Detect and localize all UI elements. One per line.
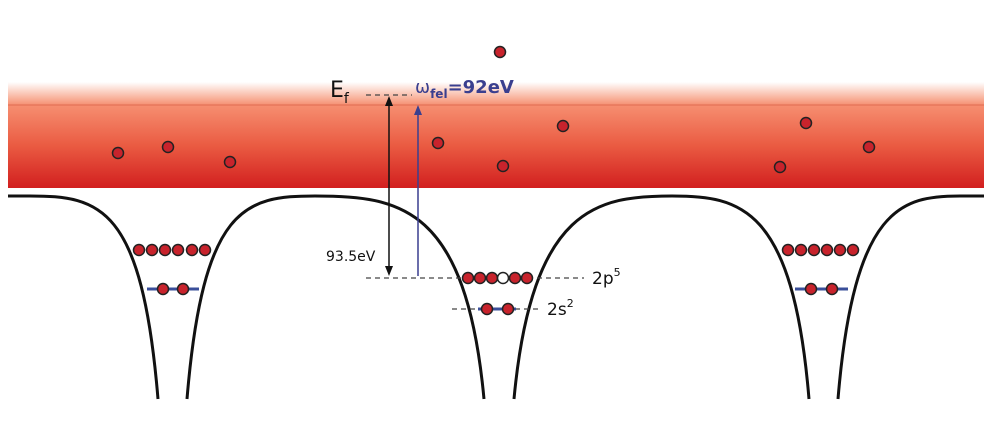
electron (799, 116, 813, 130)
center-well-2s-electrons (480, 302, 515, 316)
electron (223, 155, 237, 169)
electron (461, 271, 475, 285)
binding-energy-label: 93.5eV (326, 249, 376, 265)
electron (158, 243, 172, 257)
electron (480, 302, 494, 316)
electron (111, 146, 125, 160)
binding-arrow-head-bottom (385, 266, 393, 276)
level-2s-label: 2s2 (547, 297, 574, 320)
electron (473, 271, 487, 285)
ejected-electron (493, 45, 507, 59)
electron (556, 119, 570, 133)
electron (781, 243, 795, 257)
conduction-band (8, 82, 984, 188)
electron (833, 243, 847, 257)
electron (171, 243, 185, 257)
free-electrons (111, 45, 876, 174)
level-2p-label: 2p5 (592, 266, 621, 289)
electron (846, 243, 860, 257)
electron (520, 271, 534, 285)
electron (825, 282, 839, 296)
electron (161, 140, 175, 154)
electron (804, 282, 818, 296)
core-hole (496, 271, 510, 285)
left-well-2s-electrons (156, 282, 190, 296)
potential-curve (8, 194, 984, 400)
electron (794, 243, 808, 257)
center-well-2p-electrons (461, 271, 534, 285)
electron (132, 243, 146, 257)
electron (198, 243, 212, 257)
electron (156, 282, 170, 296)
electron (485, 271, 499, 285)
fermi-level-label: Ef (330, 78, 350, 107)
electron (807, 243, 821, 257)
electron (508, 271, 522, 285)
electron (820, 243, 834, 257)
electron (176, 282, 190, 296)
electron (773, 160, 787, 174)
electron (145, 243, 159, 257)
electron (496, 159, 510, 173)
electron (862, 140, 876, 154)
electron (185, 243, 199, 257)
electron (501, 302, 515, 316)
photon-energy-label: ωfel=92eV (415, 77, 514, 101)
photon-arrow-head (414, 105, 422, 115)
right-well-2s-electrons (804, 282, 839, 296)
right-well-2p-electrons (781, 243, 860, 257)
binding-arrow-head-top (385, 96, 393, 106)
left-well-2p-electrons (132, 243, 212, 257)
electron (431, 136, 445, 150)
